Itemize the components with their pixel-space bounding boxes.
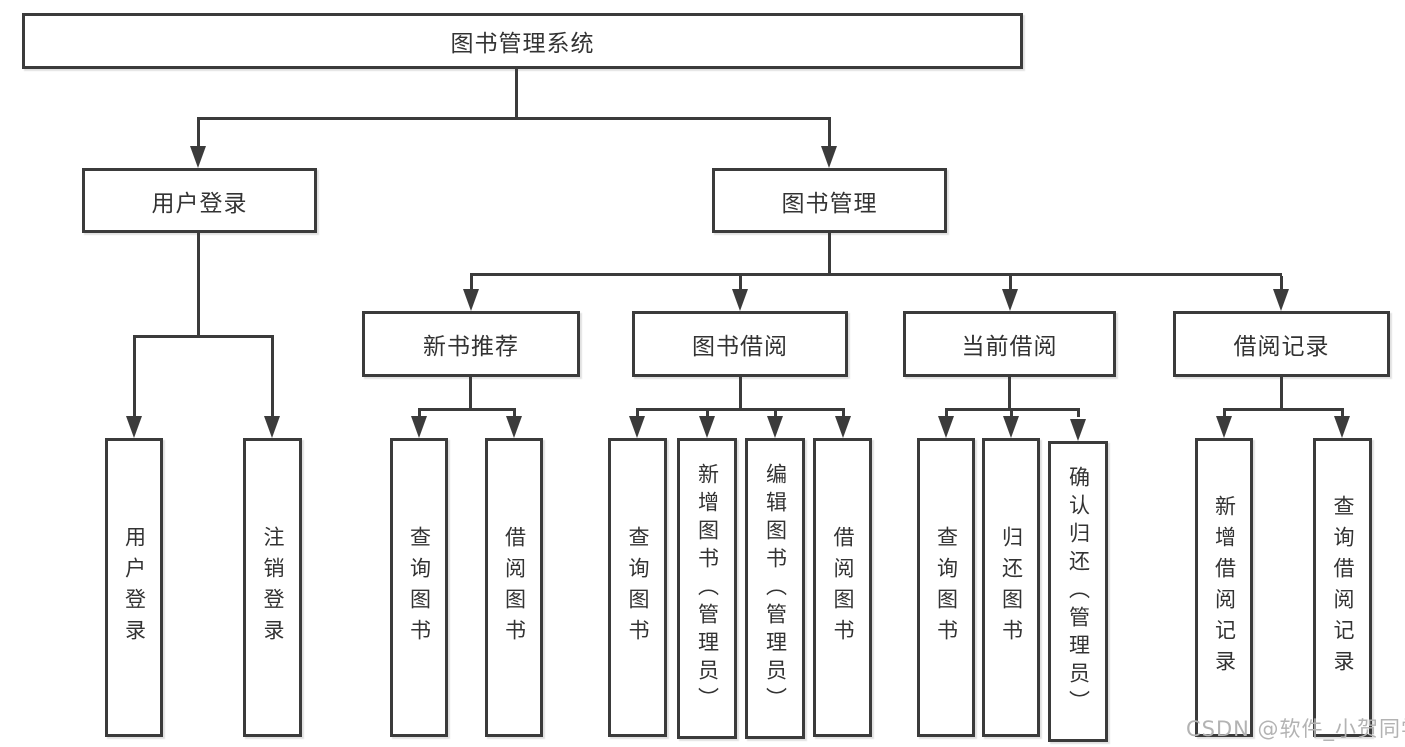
node-new-book-recommend: 新书推荐 <box>362 311 580 377</box>
connector-stem-edit-books <box>774 411 777 417</box>
connector-stem-book-mgmt <box>828 120 831 148</box>
node-leaf-query-books-current: 查询图书 <box>917 438 975 737</box>
arrowhead-leaf-logout <box>264 416 280 438</box>
node-borrowing-records: 借阅记录 <box>1173 311 1390 377</box>
connector-book-borrow-spread <box>636 408 845 411</box>
arrowhead-current-borrow <box>1002 289 1018 311</box>
connector-stem-query-books-1 <box>418 411 421 417</box>
node-leaf-borrow-books-recommend: 借阅图书 <box>485 438 543 737</box>
connector-stem-return-books <box>1010 411 1013 417</box>
node-label: 用户登录 <box>122 525 147 650</box>
connector-root-down <box>515 69 518 117</box>
connector-level3-spread <box>470 273 1282 276</box>
node-label: 查询借阅记录 <box>1331 494 1355 681</box>
connector-current-borrow-spread <box>945 408 1080 411</box>
connector-borrow-records-down <box>1280 377 1283 408</box>
connector-stem-leaf-logout <box>271 338 274 416</box>
connector-current-borrow-down <box>1008 377 1011 408</box>
connector-level2-spread <box>197 117 831 120</box>
node-label: 借阅图书 <box>831 525 855 650</box>
node-label: 归还图书 <box>999 525 1024 650</box>
node-label: 借阅图书 <box>502 525 527 650</box>
node-user-login: 用户登录 <box>82 168 317 233</box>
node-leaf-edit-books-admin: 编辑图书（管理员） <box>745 438 805 739</box>
node-current-borrowing: 当前借阅 <box>903 311 1116 377</box>
node-label: 查询图书 <box>626 525 650 650</box>
connector-book-mgmt-down <box>828 233 831 273</box>
node-book-management: 图书管理 <box>712 168 947 233</box>
node-label: 新增图书（管理员） <box>695 462 720 715</box>
node-label: 新书推荐 <box>423 334 519 360</box>
arrowhead-query-books-2 <box>629 416 645 438</box>
arrowhead-borrow-books-1 <box>506 416 522 438</box>
node-leaf-borrow-books-borrowing: 借阅图书 <box>813 438 872 737</box>
node-label: 确认归还（管理员） <box>1066 465 1091 718</box>
connector-stem-query-books-3 <box>945 411 948 417</box>
arrowhead-book-mgmt <box>821 146 837 168</box>
node-leaf-add-borrow-record: 新增借阅记录 <box>1195 438 1253 737</box>
connector-stem-query-record <box>1341 411 1344 417</box>
node-label: 借阅记录 <box>1233 334 1330 360</box>
node-label: 注销登录 <box>261 525 285 650</box>
node-leaf-add-books-admin: 新增图书（管理员） <box>677 438 737 739</box>
arrowhead-borrow-books-2 <box>835 416 851 438</box>
node-label: 图书管理 <box>781 190 878 217</box>
arrowhead-query-record <box>1334 416 1350 438</box>
connector-stem-add-books <box>706 411 709 417</box>
connector-new-book-rec-down <box>469 377 472 408</box>
connector-stem-borrow-records <box>1280 276 1283 290</box>
arrowhead-add-record <box>1216 416 1232 438</box>
node-label: 图书管理系统 <box>450 31 595 57</box>
node-label: 用户登录 <box>151 190 248 217</box>
arrowhead-return-books <box>1003 416 1019 438</box>
node-library-management-system: 图书管理系统 <box>22 13 1023 69</box>
node-label: 查询图书 <box>407 525 432 650</box>
node-leaf-query-books-borrowing: 查询图书 <box>608 438 667 737</box>
connector-stem-book-borrow <box>739 276 742 290</box>
connector-stem-borrow-books-2 <box>842 411 845 417</box>
connector-stem-new-book-rec <box>470 276 473 290</box>
arrowhead-book-borrow <box>732 289 748 311</box>
connector-stem-add-record <box>1223 411 1226 417</box>
arrowhead-borrow-records <box>1273 289 1289 311</box>
arrowhead-edit-books <box>767 416 783 438</box>
connector-book-borrow-down <box>739 377 742 408</box>
connector-stem-current-borrow <box>1009 276 1012 290</box>
arrowhead-leaf-user-login <box>126 416 142 438</box>
node-label: 编辑图书（管理员） <box>763 462 788 715</box>
connector-stem-query-books-2 <box>636 411 639 417</box>
node-leaf-user-login: 用户登录 <box>105 438 163 737</box>
arrowhead-new-book-rec <box>463 289 479 311</box>
node-leaf-query-borrow-record: 查询借阅记录 <box>1313 438 1372 737</box>
arrowhead-query-books-3 <box>938 416 954 438</box>
connector-new-book-rec-spread <box>418 408 516 411</box>
connector-user-login-down <box>197 233 200 335</box>
node-leaf-return-books: 归还图书 <box>982 438 1040 737</box>
watermark: CSDN @软件_小贺同学 <box>1186 717 1405 741</box>
node-book-borrowing: 图书借阅 <box>632 311 848 377</box>
connector-user-login-spread <box>133 335 274 338</box>
node-leaf-query-books-recommend: 查询图书 <box>390 438 448 737</box>
node-label: 查询图书 <box>934 525 959 650</box>
node-leaf-confirm-return-admin: 确认归还（管理员） <box>1048 441 1108 742</box>
node-label: 新增借阅记录 <box>1212 494 1237 681</box>
node-label: 图书借阅 <box>692 334 788 360</box>
connector-stem-confirm-return <box>1077 411 1080 417</box>
node-leaf-logout: 注销登录 <box>243 438 302 737</box>
arrowhead-query-books-1 <box>411 416 427 438</box>
connector-stem-user-login <box>197 120 200 148</box>
arrowhead-confirm-return <box>1070 419 1086 441</box>
connector-stem-leaf-user-login <box>133 338 136 416</box>
connector-stem-borrow-books-1 <box>513 411 516 417</box>
node-label: 当前借阅 <box>961 334 1058 360</box>
arrowhead-user-login <box>190 146 206 168</box>
arrowhead-add-books <box>699 416 715 438</box>
connector-borrow-records-spread <box>1223 408 1344 411</box>
